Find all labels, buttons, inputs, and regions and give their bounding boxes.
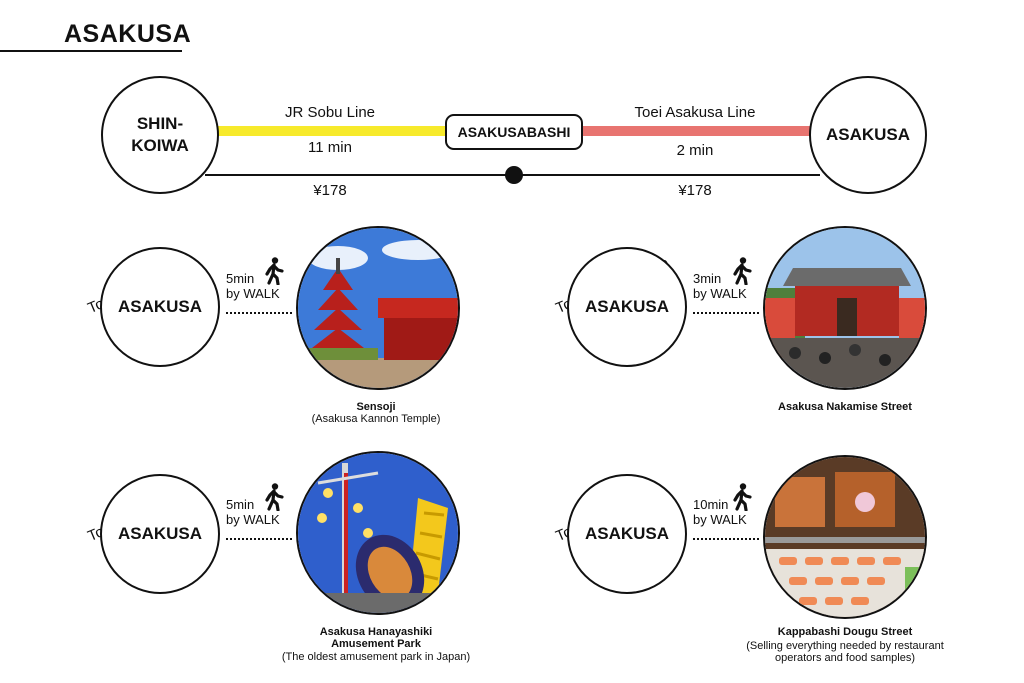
destination-station-circle: ASAKUSA — [809, 76, 927, 194]
spot1-walk-dots — [226, 312, 292, 314]
spot1-station-circle: ASAKUSA — [100, 247, 220, 367]
nakamise-photo — [763, 226, 927, 390]
leg2-time: 2 min — [676, 142, 714, 159]
spot2-walk-time: 3min — [693, 271, 722, 286]
spot1-name: Sensoji — [356, 401, 396, 413]
spot1-subtitle: (Asakusa Kannon Temple) — [311, 413, 441, 425]
spot4-walk-dots — [693, 538, 759, 540]
walking-person-icon — [733, 257, 752, 285]
spot3-walk-dots — [226, 538, 292, 540]
spot4-walk-time: 10min — [693, 497, 729, 512]
spot3-station-circle: ASAKUSA — [100, 474, 220, 594]
leg1-fare: ¥178 — [313, 182, 347, 199]
spot4-station-circle: ASAKUSA — [567, 474, 687, 594]
spot1-walk-mode: by WALK — [226, 286, 280, 301]
spot3-walk-time: 5min — [226, 497, 255, 512]
origin-station-circle: SHIN- KOIWA — [101, 76, 219, 194]
spot2-walk-dots — [693, 312, 759, 314]
walking-person-icon — [265, 483, 284, 511]
walking-person-icon — [265, 257, 284, 285]
kappabashi-photo — [763, 455, 927, 619]
spot2-walk-mode: by WALK — [693, 286, 747, 301]
leg1-line-name: JR Sobu Line — [284, 104, 376, 121]
spot2-name: Asakusa Nakamise Street — [778, 401, 912, 413]
spot3-name: Asakusa Hanayashiki Amusement Park — [319, 626, 433, 650]
spot3-subtitle: (The oldest amusement park in Japan) — [281, 651, 471, 663]
spot3-walk-mode: by WALK — [226, 512, 280, 527]
page-title: ASAKUSA — [64, 20, 192, 48]
leg1-time: 11 min — [308, 139, 352, 156]
walking-person-icon — [733, 483, 752, 511]
spot4-name: Kappabashi Dougu Street — [777, 626, 913, 638]
hanayashiki-photo — [296, 451, 460, 615]
leg2-fare: ¥178 — [678, 182, 712, 199]
spot2-station-circle: ASAKUSA — [567, 247, 687, 367]
leg2-line-name: Toei Asakusa Line — [634, 104, 756, 121]
sensoji-photo — [296, 226, 460, 390]
transfer-station-box: ASAKUSABASHI — [445, 114, 583, 150]
spot1-walk-time: 5min — [226, 271, 255, 286]
title-underline — [0, 50, 182, 52]
spot4-walk-mode: by WALK — [693, 512, 747, 527]
spot4-subtitle: (Selling everything needed by restaurant… — [746, 640, 944, 664]
transfer-dot — [505, 166, 523, 184]
